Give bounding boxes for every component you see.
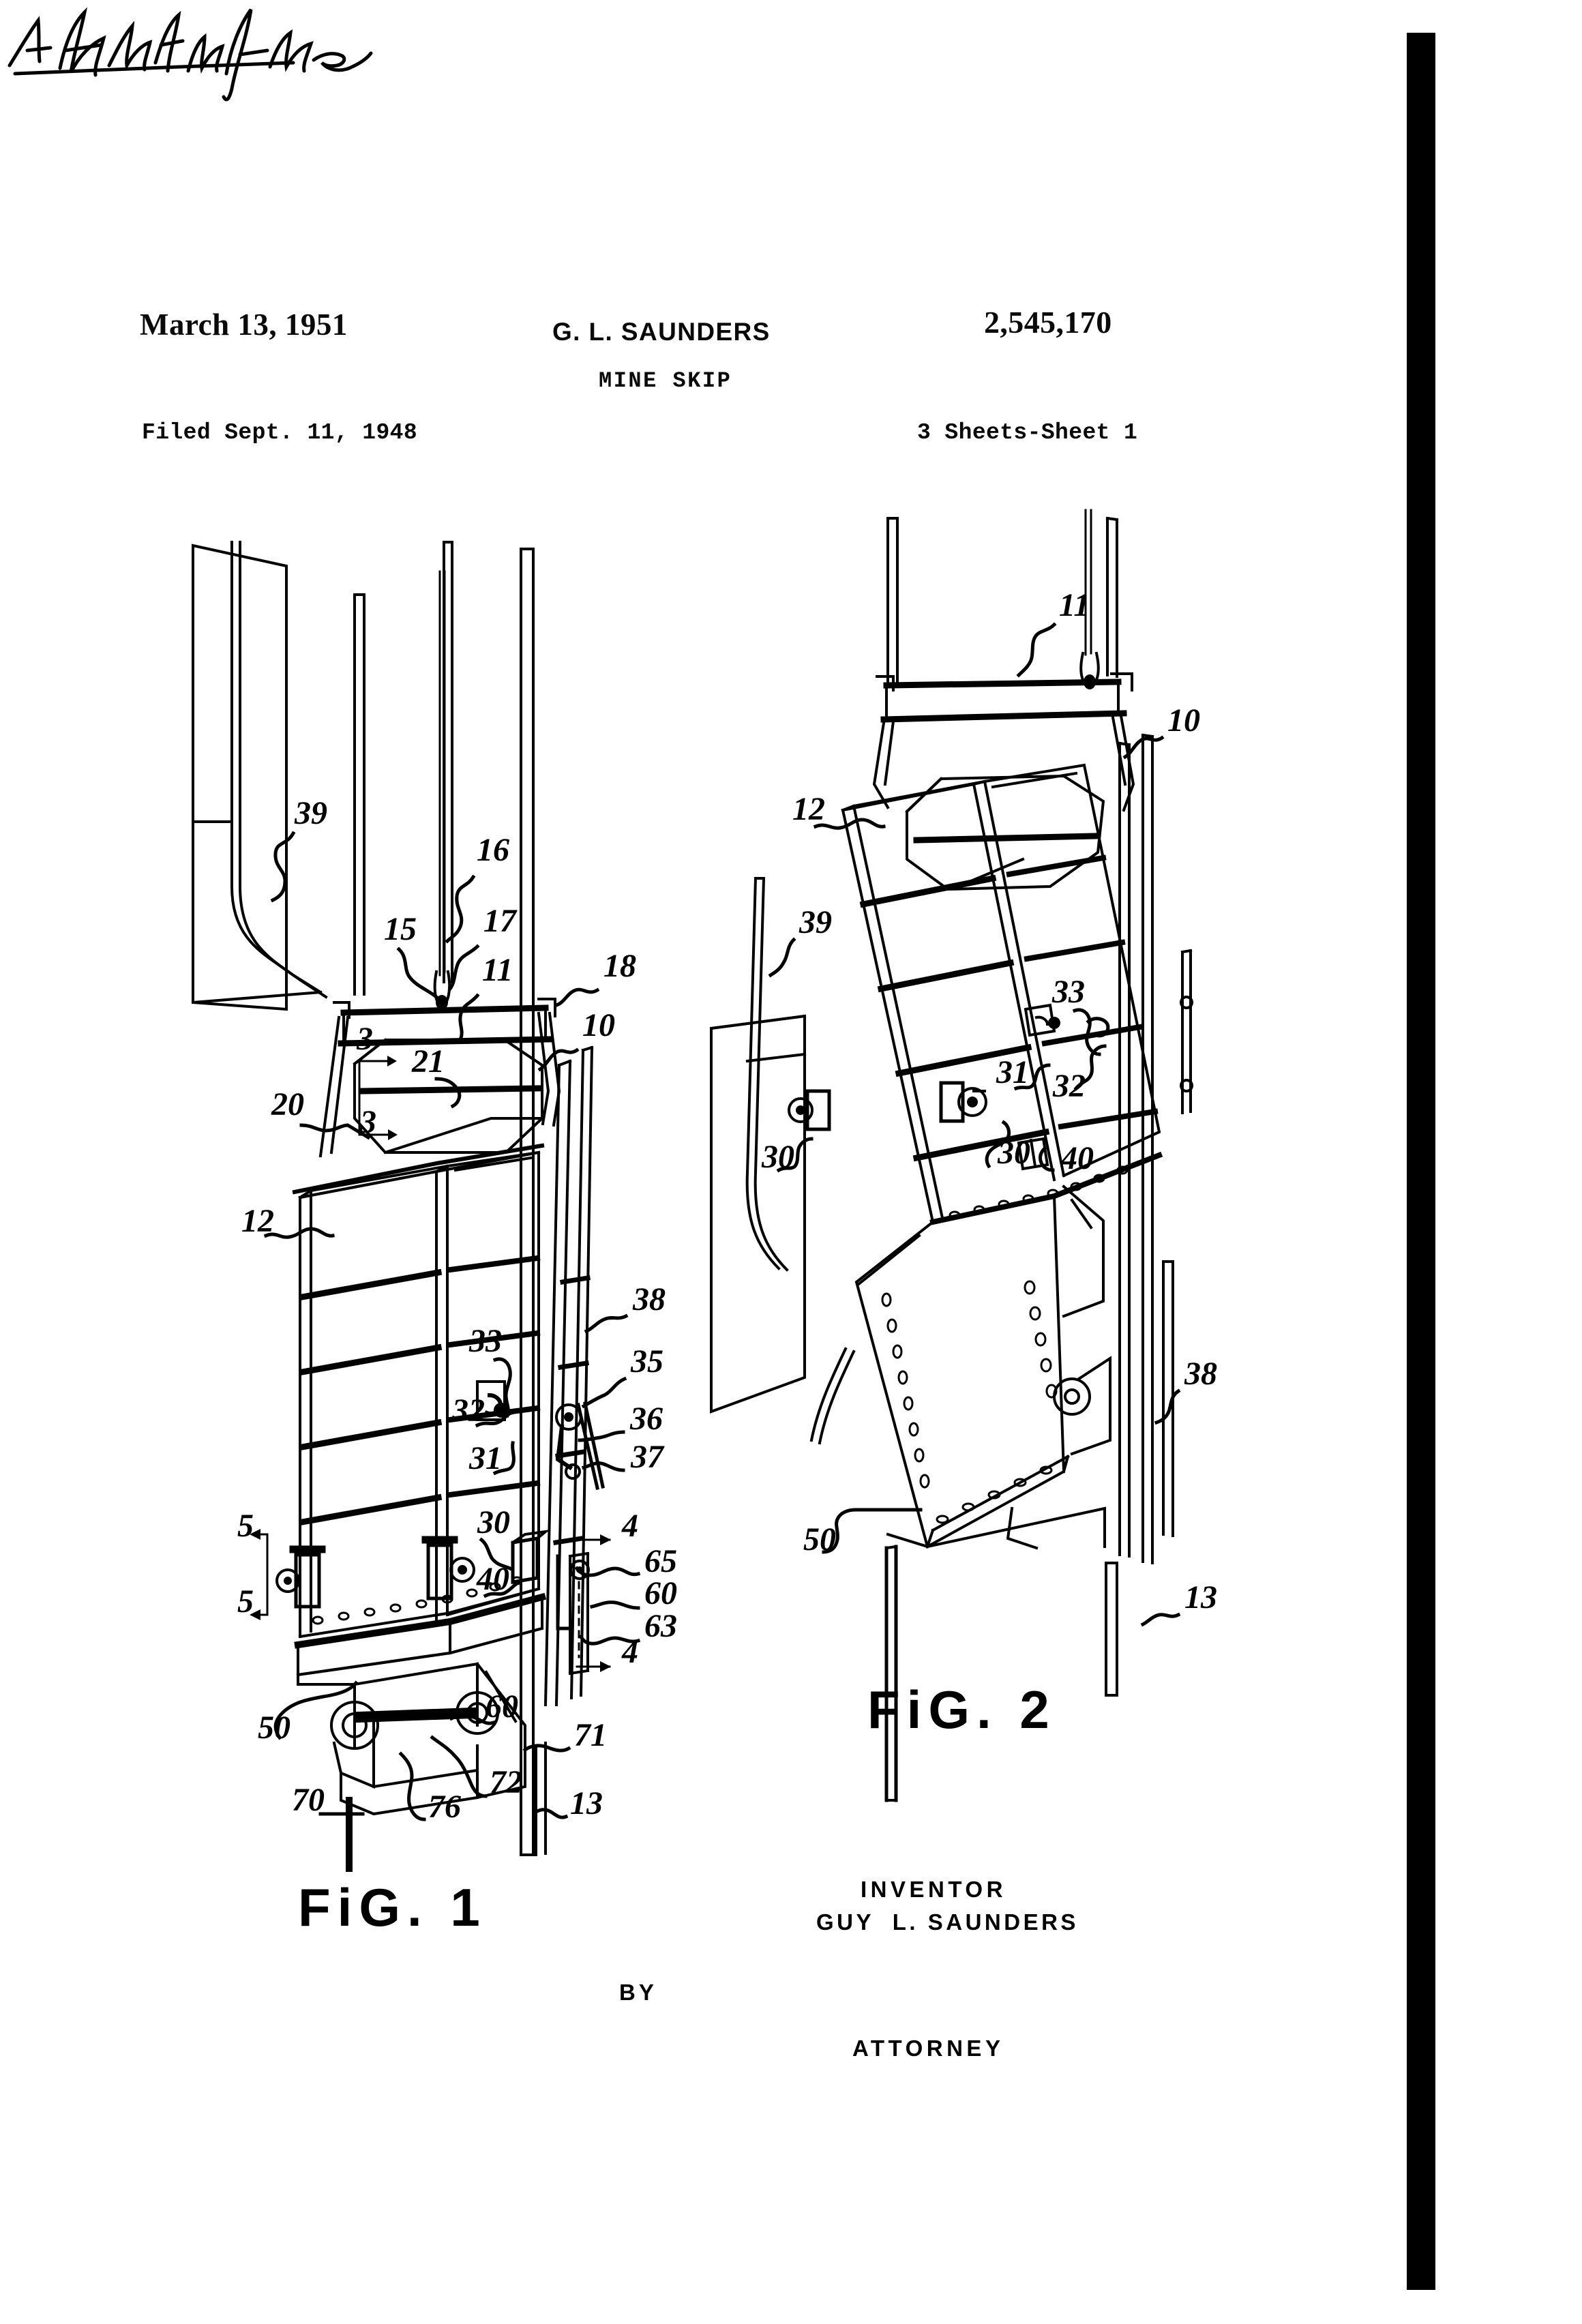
reference-numeral-4: 4 <box>621 1508 638 1544</box>
reference-numeral-33: 33 <box>468 1323 502 1359</box>
inventor-name: GUY L. SAUNDERS <box>816 1909 1079 1935</box>
reference-numeral-38: 38 <box>632 1281 666 1317</box>
leader-lines <box>263 622 1181 1821</box>
inventor-initials: G. L. SAUNDERS <box>552 318 771 346</box>
figure-2-linework <box>709 509 1193 1802</box>
reference-numeral-38: 38 <box>1184 1356 1217 1392</box>
reference-numeral-20: 20 <box>271 1086 304 1122</box>
reference-numeral-72: 72 <box>490 1764 522 1800</box>
reference-numeral-10: 10 <box>582 1007 615 1043</box>
reference-numeral-16: 16 <box>477 832 509 868</box>
reference-numeral-70: 70 <box>292 1782 325 1818</box>
reference-numeral-13: 13 <box>1184 1579 1217 1615</box>
figure-1-linework <box>191 541 611 1872</box>
reference-numeral-39: 39 <box>799 904 832 940</box>
reference-numeral-32: 32 <box>1052 1068 1086 1104</box>
reference-numeral-63: 63 <box>644 1608 677 1644</box>
reference-numeral-30: 30 <box>997 1135 1030 1171</box>
reference-numeral-50: 50 <box>803 1521 836 1558</box>
attorney-signature <box>8 7 373 102</box>
reference-numeral-11: 11 <box>1059 587 1090 623</box>
reference-numeral-11: 11 <box>482 952 513 988</box>
by-label: BY <box>619 1980 657 2005</box>
reference-numeral-3: 3 <box>356 1021 373 1057</box>
reference-numeral-5: 5 <box>237 1583 254 1620</box>
figure-2-caption: FiG. 2 <box>867 1680 1056 1740</box>
reference-numeral-30: 30 <box>761 1139 794 1175</box>
reference-numeral-35: 35 <box>630 1343 663 1380</box>
reference-numeral-32: 32 <box>451 1392 485 1429</box>
sheet-count: 3 Sheets-Sheet 1 <box>917 420 1138 445</box>
reference-numeral-13: 13 <box>570 1785 603 1821</box>
reference-numeral-3: 3 <box>359 1104 376 1140</box>
patent-title: MINE SKIP <box>599 368 732 393</box>
reference-numeral-4: 4 <box>621 1634 638 1670</box>
reference-numeral-60: 60 <box>486 1688 518 1725</box>
figure-1-caption: FiG. 1 <box>298 1877 487 1937</box>
reference-numeral-33: 33 <box>1051 974 1085 1010</box>
reference-numerals: 39 16 15 17 11 18 10 3 21 20 3 12 38 33 35 32 36 31 37 5 30 4… <box>237 587 1217 1825</box>
patent-date: March 13, 1951 <box>140 308 348 342</box>
attorney-label: ATTORNEY <box>852 2036 1004 2061</box>
reference-numeral-50: 50 <box>258 1710 290 1746</box>
reference-numeral-10: 10 <box>1167 702 1200 739</box>
reference-numeral-39: 39 <box>294 795 327 831</box>
filing-date: Filed Sept. 11, 1948 <box>142 420 418 445</box>
reference-numeral-31: 31 <box>468 1440 502 1476</box>
scan-edge-band <box>1407 33 1435 2290</box>
reference-numeral-30: 30 <box>477 1504 510 1540</box>
reference-numeral-37: 37 <box>630 1439 665 1475</box>
reference-numeral-17: 17 <box>483 903 518 939</box>
reference-numeral-65: 65 <box>644 1543 677 1579</box>
reference-numeral-31: 31 <box>996 1054 1029 1090</box>
reference-numeral-21: 21 <box>411 1043 445 1079</box>
reference-numeral-71: 71 <box>574 1717 607 1753</box>
reference-numeral-15: 15 <box>384 911 417 947</box>
patent-number: 2,545,170 <box>984 305 1112 340</box>
reference-numeral-12: 12 <box>792 791 825 827</box>
reference-numeral-40: 40 <box>476 1561 509 1597</box>
reference-numeral-5: 5 <box>237 1508 254 1544</box>
reference-numeral-60: 60 <box>644 1575 677 1611</box>
reference-numeral-76: 76 <box>428 1789 461 1825</box>
reference-numeral-12: 12 <box>241 1203 274 1239</box>
reference-numeral-18: 18 <box>603 948 636 984</box>
inventor-label: INVENTOR <box>861 1877 1006 1902</box>
reference-numeral-40: 40 <box>1060 1140 1094 1176</box>
reference-numeral-36: 36 <box>629 1401 663 1437</box>
